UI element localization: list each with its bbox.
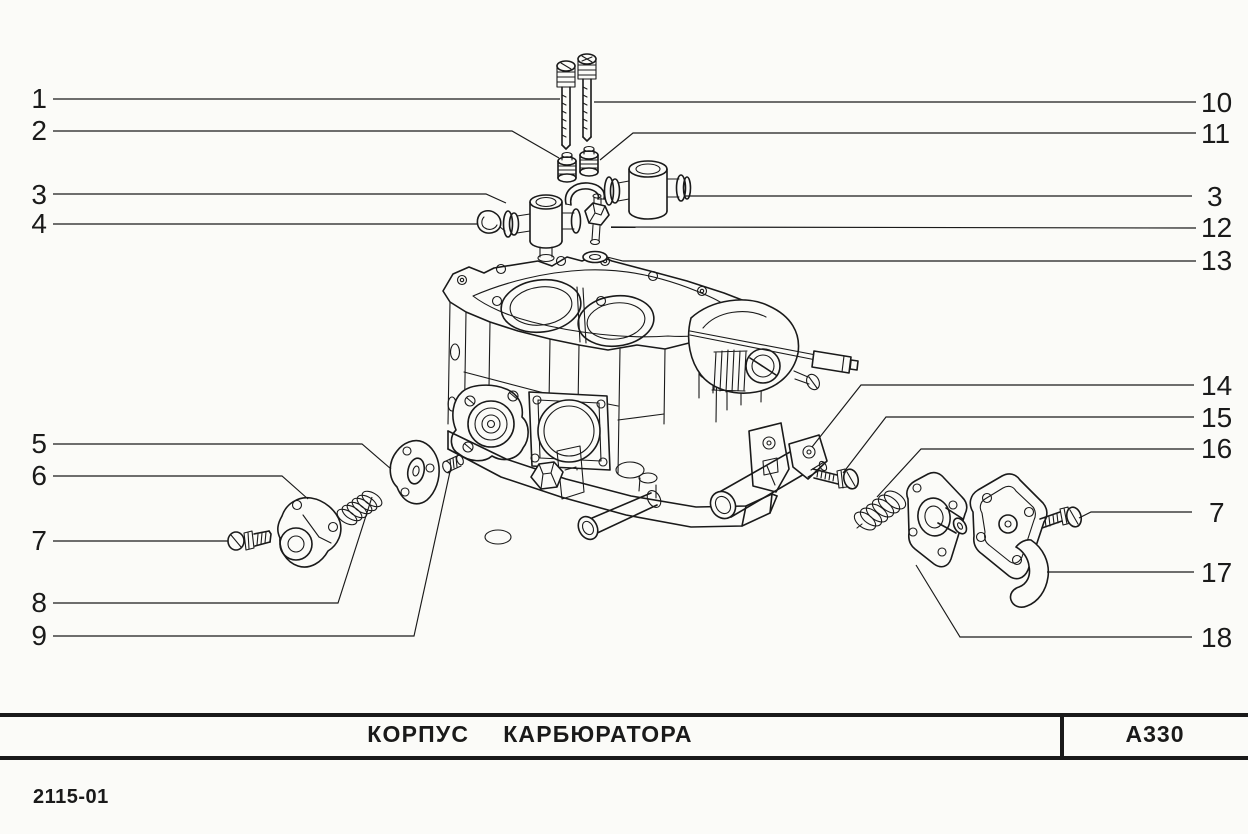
callout-leader-14-14 xyxy=(811,384,1194,448)
title-block-bottom-rule xyxy=(0,756,1248,760)
part-3-emulsion-tube-right xyxy=(603,160,692,220)
callout-label-6-5: 6 xyxy=(31,460,47,491)
hex-fitting xyxy=(530,445,585,500)
choke-spring-ribs xyxy=(711,349,748,393)
exploded-parts-top xyxy=(476,53,692,264)
callout-label-14-14: 14 xyxy=(1201,370,1232,401)
callout-label-1-0: 1 xyxy=(31,83,47,114)
exploded-parts-bottom-left xyxy=(227,439,440,568)
part-4-clip xyxy=(476,209,506,234)
hook-bracket xyxy=(564,182,606,206)
throttle-flange xyxy=(528,391,611,471)
drawing-code: А330 xyxy=(1125,721,1185,747)
callout-label-12-12: 12 xyxy=(1201,212,1232,243)
part-title: КОРПУС КАРБЮРАТОРА xyxy=(0,721,1060,748)
callout-label-3-2: 3 xyxy=(31,179,47,210)
callout-label-8-7: 8 xyxy=(31,587,47,618)
callout-leader-13-13 xyxy=(606,256,1196,262)
callout-leader-8-7 xyxy=(53,496,373,604)
part-11-jet xyxy=(579,145,599,177)
exploded-parts-bottom-right xyxy=(709,434,1083,608)
callout-leader-12-12 xyxy=(610,226,1197,229)
part-18-diaphragm xyxy=(906,471,968,568)
part-3-emulsion-tube-left xyxy=(502,194,582,263)
callout-label-7-17: 7 xyxy=(1209,497,1225,528)
part-10-screw xyxy=(577,53,597,142)
callout-label-7-6: 7 xyxy=(31,525,47,556)
part-7-screw-right xyxy=(1039,506,1083,529)
part-8-spring xyxy=(336,490,383,526)
callout-leader-9-8 xyxy=(53,466,452,637)
callout-leader-7-17 xyxy=(1078,511,1192,519)
base-slab xyxy=(447,430,778,545)
callout-label-2-1: 2 xyxy=(31,115,47,146)
part-17-cover-lever xyxy=(969,473,1050,608)
callout-leader-15-15 xyxy=(842,416,1194,474)
callout-leader-2-1 xyxy=(53,130,560,159)
title-block-divider xyxy=(1060,713,1064,759)
callout-label-15-15: 15 xyxy=(1201,402,1232,433)
callout-leader-3-2 xyxy=(53,193,507,204)
callout-leader-18-19 xyxy=(915,564,1192,638)
part-5-gasket xyxy=(389,439,440,505)
title-block-top-rule xyxy=(0,713,1248,717)
part-13-washer xyxy=(582,250,608,264)
callout-label-13-13: 13 xyxy=(1201,245,1232,276)
callout-leader-11-10 xyxy=(599,132,1196,161)
callout-label-16-16: 16 xyxy=(1201,433,1232,464)
callout-label-17-18: 17 xyxy=(1201,557,1232,588)
part-title-word-2: КАРБЮРАТОРА xyxy=(503,721,693,747)
part-1-screw xyxy=(556,60,576,150)
callout-label-4-3: 4 xyxy=(31,208,47,239)
part-16-spring xyxy=(853,490,907,531)
part-15-screw xyxy=(812,468,860,490)
sheet-code: 2115-01 xyxy=(33,786,109,808)
callout-label-5-4: 5 xyxy=(31,428,47,459)
callout-leader-5-4 xyxy=(53,443,392,470)
idle-screw xyxy=(793,370,820,391)
callout-label-9-8: 9 xyxy=(31,620,47,651)
part-title-word-1: КОРПУС xyxy=(367,721,470,747)
solenoid-wire-connector xyxy=(689,330,859,374)
callout-label-3-11: 3 xyxy=(1207,181,1223,212)
plug-part9 xyxy=(442,454,464,474)
part-2-jet xyxy=(557,151,577,183)
callout-leader-6-5 xyxy=(53,475,309,500)
carburetor-body xyxy=(442,254,859,545)
right-bracket xyxy=(748,422,790,493)
callout-leader-16-16 xyxy=(876,448,1194,498)
callout-label-11-10: 11 xyxy=(1201,118,1230,149)
bottom-tube xyxy=(577,472,662,541)
callout-label-18-19: 18 xyxy=(1201,622,1232,653)
part-6-pump-cover xyxy=(277,496,342,568)
pump-boss xyxy=(450,384,529,462)
part-12-needle-valve xyxy=(584,193,610,246)
callout-label-10-9: 10 xyxy=(1201,87,1232,118)
part-7-screw-left xyxy=(227,530,272,551)
